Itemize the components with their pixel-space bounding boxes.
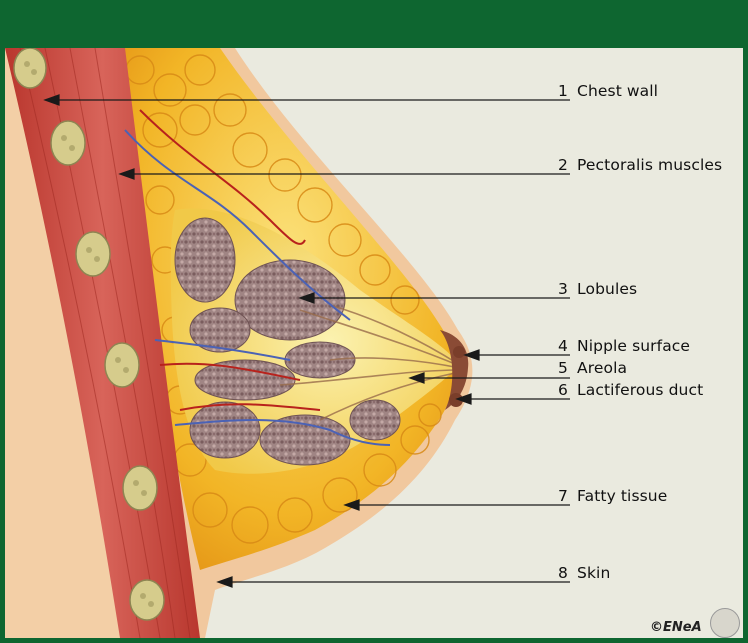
label-text: Areola: [577, 359, 628, 377]
lobule-clusters: [174, 217, 401, 466]
label-text: Pectoralis muscles: [577, 156, 723, 174]
label-number: 8: [558, 564, 568, 582]
label-text: Fatty tissue: [577, 487, 668, 505]
lactiferous-ducts: [279, 304, 461, 421]
label-skin: 8 Skin: [558, 564, 610, 582]
enea-logo-icon: [710, 608, 740, 638]
label-lobules: 3 Lobules: [558, 280, 637, 298]
copyright-text: ©ENeA: [650, 620, 702, 635]
label-text: Skin: [577, 564, 611, 582]
label-lactiferous-duct: 6 Lactiferous duct: [558, 381, 703, 399]
areola-detail: [449, 393, 463, 407]
label-fatty-tissue: 7 Fatty tissue: [558, 487, 667, 505]
label-pectoralis-muscles: 2 Pectoralis muscles: [558, 156, 722, 174]
veins: [124, 129, 391, 446]
label-number: 5: [558, 359, 568, 377]
label-number: 1: [558, 82, 568, 100]
label-number: 2: [558, 156, 568, 174]
label-text: Nipple surface: [577, 337, 691, 355]
label-text: Lobules: [577, 280, 638, 298]
label-number: 7: [558, 487, 568, 505]
label-areola: 5 Areola: [558, 359, 627, 377]
label-text: Lactiferous duct: [577, 381, 704, 399]
label-number: 3: [558, 280, 568, 298]
arteries: [139, 109, 321, 411]
rib-texture: [24, 61, 154, 607]
label-text: Chest wall: [577, 82, 659, 100]
label-pointers: [43, 94, 570, 588]
label-nipple-surface: 4 Nipple surface: [558, 337, 690, 355]
label-number: 4: [558, 337, 568, 355]
nipple-detail: [453, 346, 465, 358]
fat-lobule-cells: [125, 54, 442, 544]
ribs: [13, 48, 165, 621]
label-chest-wall: 1 Chest wall: [558, 82, 658, 100]
label-number: 6: [558, 381, 568, 399]
